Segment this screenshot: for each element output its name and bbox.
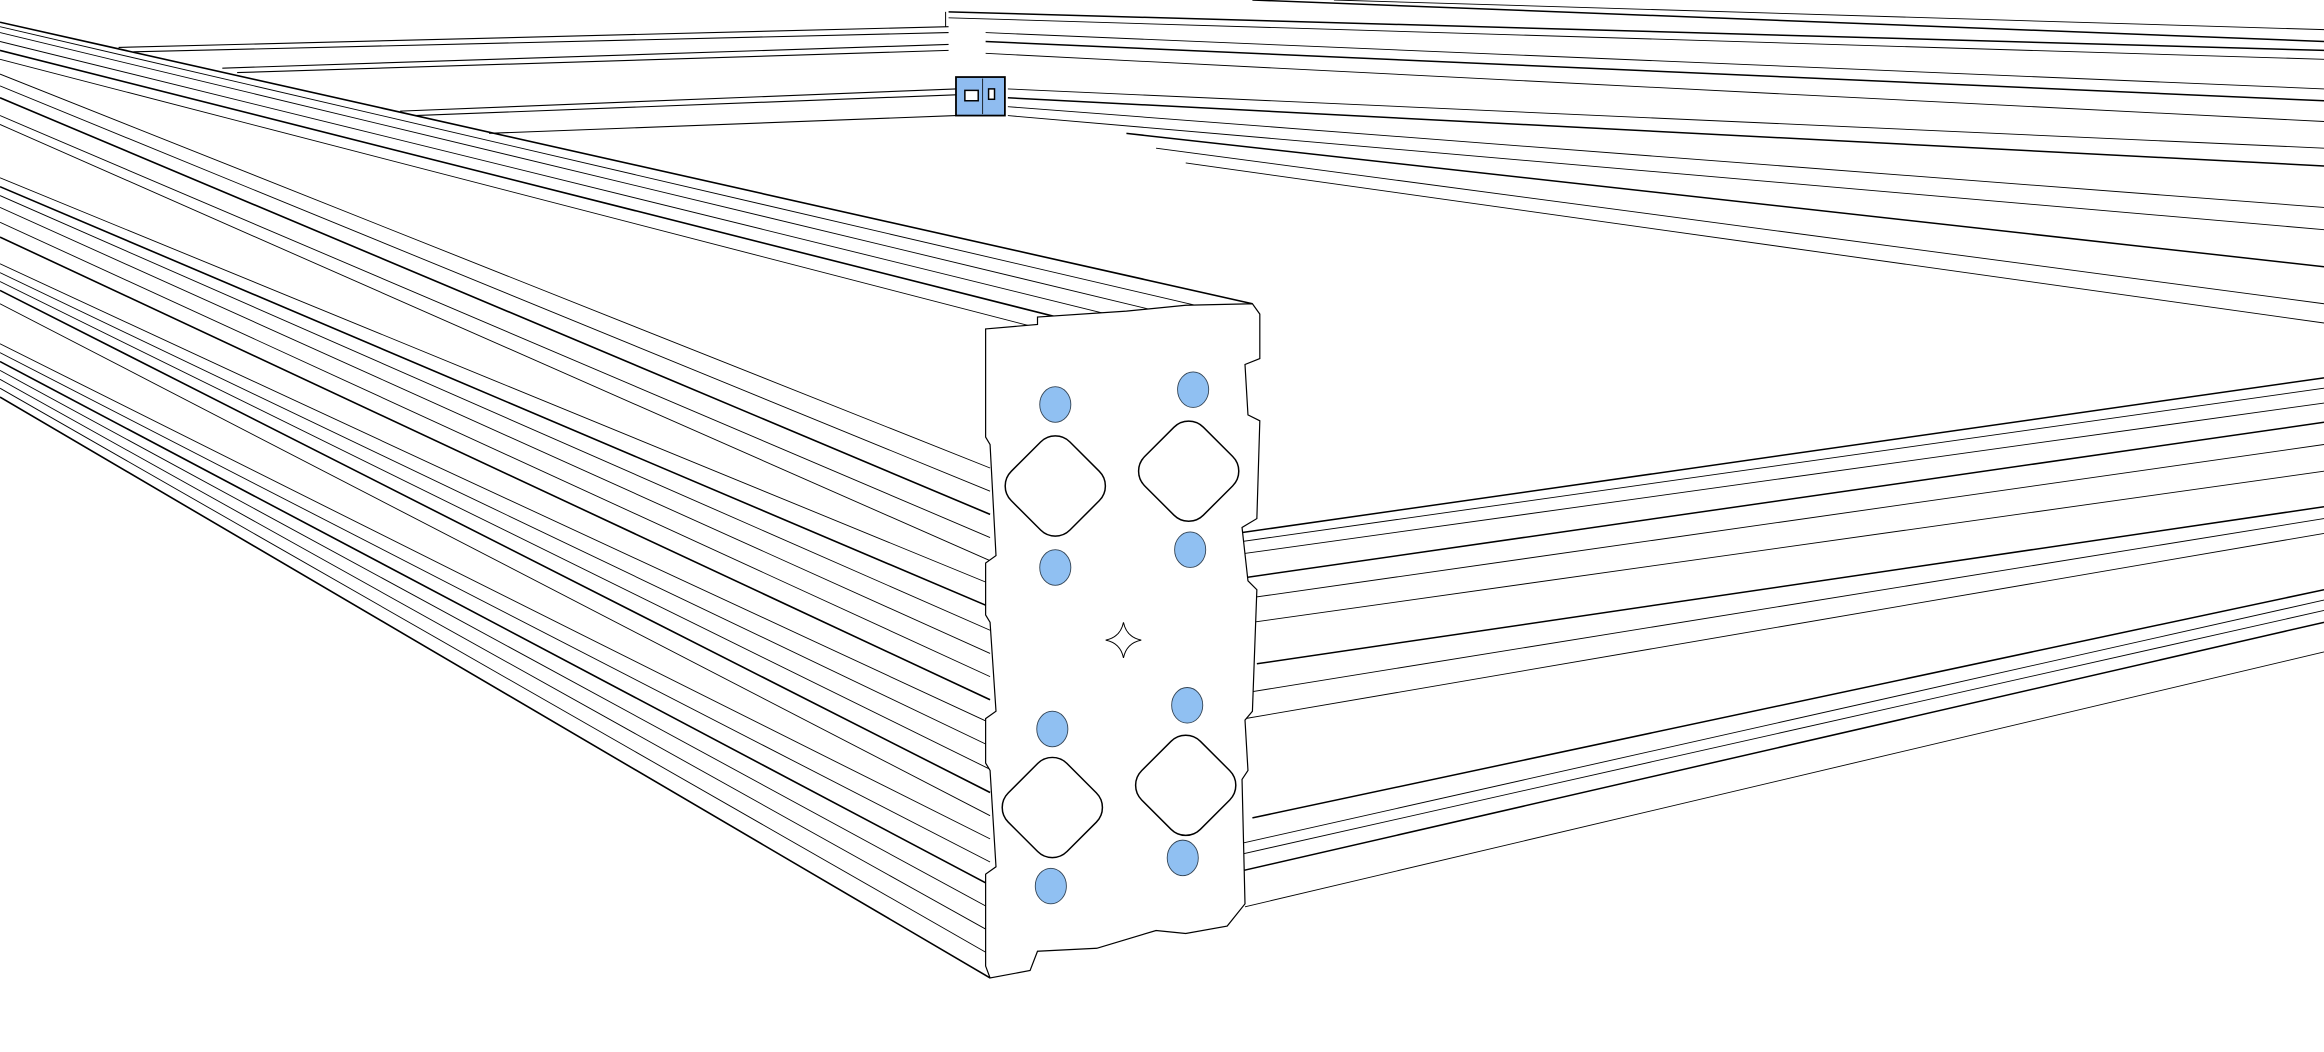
extrusion-edge-line <box>119 27 949 48</box>
extrusion-edge-line <box>1245 652 2324 907</box>
bolt-hole-icon[interactable] <box>1166 839 1199 877</box>
extrusion-edge-line <box>1252 0 2324 41</box>
profile-cavity <box>1134 734 1237 837</box>
extrusion-edge-line <box>1156 148 2324 304</box>
extrusion-edge-line <box>0 379 990 931</box>
profile-cavity <box>1004 435 1107 537</box>
extrusion-edge-line <box>0 388 990 955</box>
extrusion-edge-line <box>0 290 990 792</box>
extrusion-edge-line <box>0 196 990 631</box>
extrusion-edge-line <box>237 50 948 72</box>
extrusion-edge-line <box>986 33 2324 89</box>
extrusion-edge-line <box>0 59 1030 326</box>
extrusion-edge-line <box>0 273 990 747</box>
bracket-slot-icon <box>987 88 996 101</box>
extrusion-edge-line <box>400 89 956 111</box>
extrusion-edge-line <box>1223 422 2324 581</box>
extrusion-edge-line <box>1215 378 2324 537</box>
extrusion-edge-line <box>0 50 1075 321</box>
extrusion-edge-line <box>1008 89 2324 148</box>
extrusion-edge-line <box>949 12 2324 51</box>
extrusion-edge-line <box>0 370 990 908</box>
extrusion-edge-line <box>1223 519 2324 697</box>
extrusion-edge-line <box>1008 98 2324 166</box>
back-extrusion[interactable] <box>119 0 2324 323</box>
extrusion-edge-line <box>133 33 948 52</box>
bolt-hole-icon[interactable] <box>1039 549 1072 586</box>
extrusion-edge-line <box>1245 533 2324 718</box>
extrusion-edge-line <box>0 22 1252 304</box>
extrusion-edge-line <box>1334 0 2324 30</box>
bolt-hole-icon[interactable] <box>1174 531 1207 568</box>
extrusion-edge-line <box>949 18 2324 59</box>
extrusion-edge-line <box>1008 107 2324 208</box>
extrusion-edge-line <box>0 116 990 538</box>
extrusion-edge-line <box>0 41 1119 317</box>
extrusion-edge-line <box>1257 507 2324 664</box>
bolt-hole-icon[interactable] <box>1036 710 1069 748</box>
extrusion-edge-line <box>415 95 956 116</box>
extrusion-edge-line <box>1008 116 2324 230</box>
extrusion-edge-line <box>0 207 990 653</box>
extrusion-edge-line <box>1252 590 2324 818</box>
extrusion-edge-line <box>0 362 990 886</box>
extrusion-edge-line <box>0 397 990 978</box>
extrusion-edge-line <box>0 187 990 607</box>
extrusion-edge-line <box>1223 600 2324 847</box>
extrusion-edge-line <box>0 237 990 700</box>
extrusion-edge-line <box>0 178 990 584</box>
extrusion-edge-line <box>1215 388 2324 545</box>
extrusion-edge-line <box>0 86 990 491</box>
extrusion-profile-face[interactable] <box>986 304 1260 978</box>
extrusion-edge-line <box>1218 403 2324 557</box>
extrusion-edge-line <box>0 98 990 515</box>
extrusion-edge-line <box>0 264 990 723</box>
extrusion-edge-line <box>1126 133 2324 266</box>
bolt-hole-icon[interactable] <box>1171 687 1204 724</box>
profile-cavity <box>1137 420 1240 522</box>
left-extrusion[interactable] <box>0 22 1252 978</box>
extrusion-edge-line <box>0 344 990 839</box>
extrusion-edge-line <box>1227 622 2324 874</box>
extrusion-edge-line <box>1186 163 2324 323</box>
extrusion-edge-line <box>986 53 2324 121</box>
extrusion-edge-line <box>489 116 956 134</box>
extrusion-edge-line <box>0 353 990 862</box>
bracket-slot-icon <box>964 89 979 102</box>
extrusion-edge-line <box>0 27 1208 309</box>
extrusion-edge-line <box>1252 471 2324 622</box>
corner-bracket[interactable] <box>955 76 1006 117</box>
extrusion-edge-line <box>1218 610 2324 859</box>
extrusion-edge-line <box>222 44 948 68</box>
extrusion-edge-line <box>986 41 2324 100</box>
bolt-hole-icon[interactable] <box>1177 371 1210 408</box>
center-bore-icon <box>1106 622 1142 658</box>
extrusion-edge-line <box>0 304 990 816</box>
bolt-hole-icon[interactable] <box>1039 386 1072 423</box>
extrusion-edge-line <box>0 33 1163 313</box>
profile-cavity <box>1001 756 1104 859</box>
corner-bracket-body <box>955 76 1006 117</box>
bolt-hole-icon[interactable] <box>1034 867 1067 905</box>
extrusion-edge-line <box>0 282 990 770</box>
extrusion-edge-line <box>1245 445 2324 599</box>
extrusion-edge-line <box>0 74 990 468</box>
right-extrusion[interactable] <box>1215 378 2324 907</box>
extrusion-edge-line <box>0 124 990 560</box>
extrusion-edge-line <box>0 222 990 676</box>
